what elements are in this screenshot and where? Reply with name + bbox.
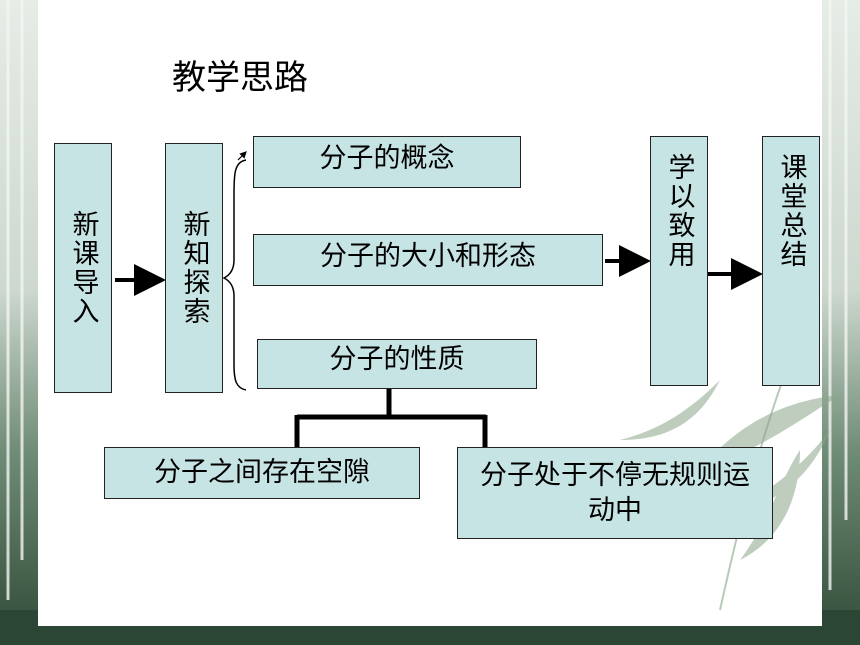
- new-knowledge-explore-box: 新知探索: [165, 143, 223, 393]
- new-lesson-intro-box: 新课导入: [54, 143, 112, 393]
- molecule-motion-box: 分子处于不停无规则运动中: [457, 447, 773, 539]
- page-title: 教学思路: [172, 58, 308, 98]
- apply-learning-box: 学以致用: [650, 136, 708, 386]
- molecule-gaps-box: 分子之间存在空隙: [104, 447, 420, 499]
- molecule-size-shape-box: 分子的大小和形态: [253, 234, 603, 286]
- molecule-concept-box: 分子的概念: [253, 136, 521, 188]
- lesson-summary-box: 课堂总结: [762, 136, 820, 386]
- molecule-properties-box: 分子的性质: [257, 339, 537, 389]
